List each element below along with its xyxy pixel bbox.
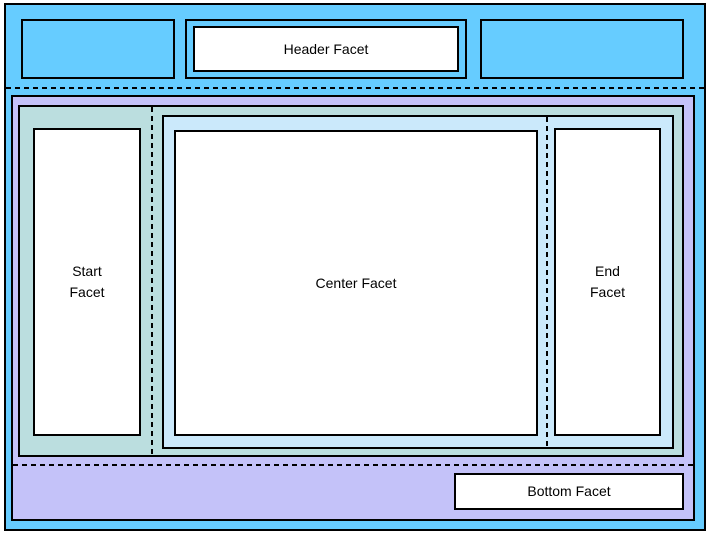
start-divider-dashed-line [151,107,153,455]
header-band-left-box [21,19,175,79]
bottom-facet-box: Bottom Facet [454,473,684,510]
bottom-facet-label: Bottom Facet [527,483,611,499]
body-panel: Start Facet Center Facet End Facet Botto… [11,95,695,521]
header-divider-dashed-line [6,87,704,89]
center-area: Center Facet End Facet [162,115,674,449]
header-band-right-box [480,19,684,79]
start-facet-label: Start Facet [69,263,105,300]
header-facet-label: Header Facet [283,40,369,57]
start-area: Start Facet Center Facet End Facet [18,105,684,457]
end-divider-dashed-line [546,117,548,447]
center-facet-label: Center Facet [315,274,397,291]
diagram-frame: Header Facet Start Facet Center Facet [4,3,706,531]
header-facet-box: Header Facet [193,26,459,72]
end-facet-box: End Facet [554,128,661,436]
header-band-center-box: Header Facet [185,19,467,79]
center-facet-box: Center Facet [174,130,538,436]
end-facet-label: End Facet [589,263,625,300]
start-facet-box: Start Facet [33,128,141,436]
bottom-divider-dashed-line [13,464,693,466]
